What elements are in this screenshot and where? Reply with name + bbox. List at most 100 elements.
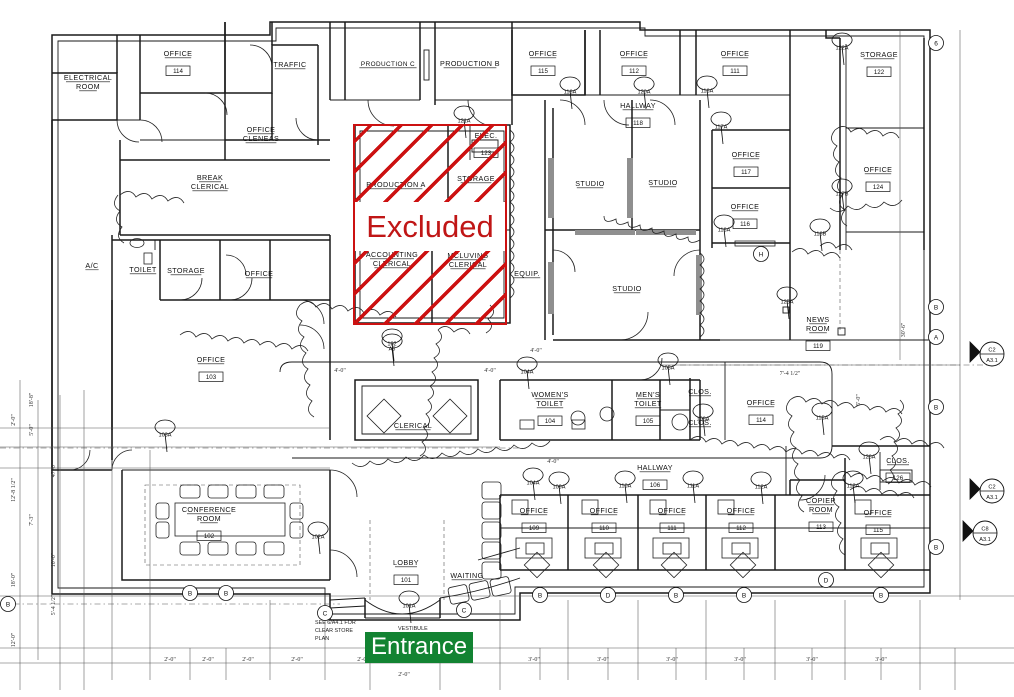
door-tag: 109A	[548, 471, 570, 505]
room-name: CLERICAL	[394, 421, 432, 430]
room-number-box	[733, 166, 759, 177]
room-number: 101	[401, 577, 412, 584]
dimension-lines	[0, 30, 1014, 690]
door-tag: 106A	[692, 403, 714, 437]
studio-rooms	[544, 99, 720, 341]
door-tag-shape	[381, 328, 403, 362]
dimension-text: 3'-0"	[666, 657, 678, 663]
room-number-box	[591, 522, 617, 533]
dimension-text: 7'-4 1/2"	[780, 371, 801, 377]
door-tag: 102	[381, 328, 403, 362]
door-tag: 126A	[858, 441, 880, 475]
dimension-text: 4'-0"	[484, 368, 496, 374]
door-tag-label: 111A	[687, 484, 700, 490]
room-label: CLOS.126	[885, 456, 911, 483]
section-marker-bottom: A3.1	[986, 495, 998, 501]
room-number-box	[198, 371, 224, 382]
door-tag-shape	[710, 111, 732, 145]
room-name: NEWS	[806, 315, 829, 324]
grid-bubble: B	[182, 585, 198, 601]
room-name: OFFICE	[727, 506, 756, 515]
room-name: ACCOUNTING	[366, 250, 418, 259]
room-label: CLOS.	[688, 418, 712, 428]
room-name: WOMEN'S	[531, 390, 568, 399]
room-name: OFFICE	[731, 202, 760, 211]
dimension-text: 2'-0"	[242, 657, 254, 663]
door-tag-shape	[614, 470, 636, 504]
room-name: ROOM	[806, 324, 830, 333]
door-tag: 120A	[633, 76, 655, 110]
room-name: TOILET	[129, 265, 157, 274]
building-outline	[51, 21, 931, 621]
room-name: CONFERENCE	[182, 505, 236, 514]
grid-bubble: B	[532, 587, 548, 603]
grid-bubble-label: B	[674, 593, 678, 600]
room-label: OFFICE	[245, 269, 273, 279]
room-label: CLERICAL	[394, 421, 432, 431]
dimension-text: 2'-0"	[291, 657, 303, 663]
grid-bubble-circle	[456, 602, 472, 618]
door-tag-label: 116B	[814, 232, 827, 238]
room-name: OFFICE	[721, 49, 750, 58]
door-tag: 127B	[831, 178, 853, 212]
centerlines	[0, 364, 1000, 605]
room-name: COPIER	[806, 496, 836, 505]
room-number-box	[865, 181, 891, 192]
room-name: OFFICE	[864, 508, 893, 517]
room-label: EQUIP.	[513, 269, 541, 279]
right-offices	[700, 120, 930, 341]
room-name: MCLUVING	[447, 251, 488, 260]
room-number-box	[865, 524, 891, 535]
dimension-text: 4'-0"	[334, 368, 346, 374]
room-number: 111	[667, 525, 677, 532]
room-name: PRODUCTION B	[440, 59, 500, 68]
door-tag: 116A	[696, 75, 718, 109]
room-name: CLOS.	[688, 418, 712, 427]
room-number-box	[621, 65, 647, 76]
door-tag-shape	[657, 352, 679, 386]
door-tag: 125A	[776, 286, 798, 320]
door-tag-label: 112A	[755, 485, 768, 491]
copier-news	[785, 446, 913, 501]
door-tag-shape	[453, 105, 475, 139]
door-tag-label: 102A	[311, 535, 324, 541]
door-tag-shape	[398, 590, 420, 624]
door-tag-shape	[307, 521, 329, 555]
door-tag-shape	[750, 471, 772, 505]
door-tag: 102A	[307, 521, 329, 555]
door-tag: 105A	[657, 352, 679, 386]
room-name: TOILET	[634, 399, 662, 408]
room-name: PRODUCTION C	[361, 61, 415, 68]
room-name: A/C	[85, 261, 98, 270]
grid-bubble: B	[928, 399, 944, 415]
section-marker-bottom: A3.1	[986, 358, 998, 364]
room-number: 114	[756, 417, 766, 424]
room-name: STORAGE	[167, 266, 205, 275]
section-marker-top: C2	[988, 348, 995, 354]
grid-bubble: H	[753, 246, 769, 262]
grid-bubble: D	[818, 572, 834, 588]
section-marker-bottom: A3.1	[979, 537, 991, 543]
door-tag-shape	[842, 470, 864, 504]
door-tag-shape	[811, 402, 833, 436]
dimension-text: 4'-0"	[530, 348, 542, 354]
grid-bubble-label: B	[188, 591, 192, 598]
door-tag-shape	[858, 441, 880, 475]
room-number: 126	[893, 475, 904, 482]
dimension-text: 2'-0"	[11, 414, 17, 426]
door-tag-shape	[381, 333, 403, 367]
section-marker-arrow	[969, 478, 981, 500]
door-tag-label: 126A	[862, 455, 875, 461]
room-number: 106	[650, 482, 661, 489]
room-number: 123	[481, 150, 492, 157]
dimension-text: 3'-0"	[875, 657, 887, 663]
